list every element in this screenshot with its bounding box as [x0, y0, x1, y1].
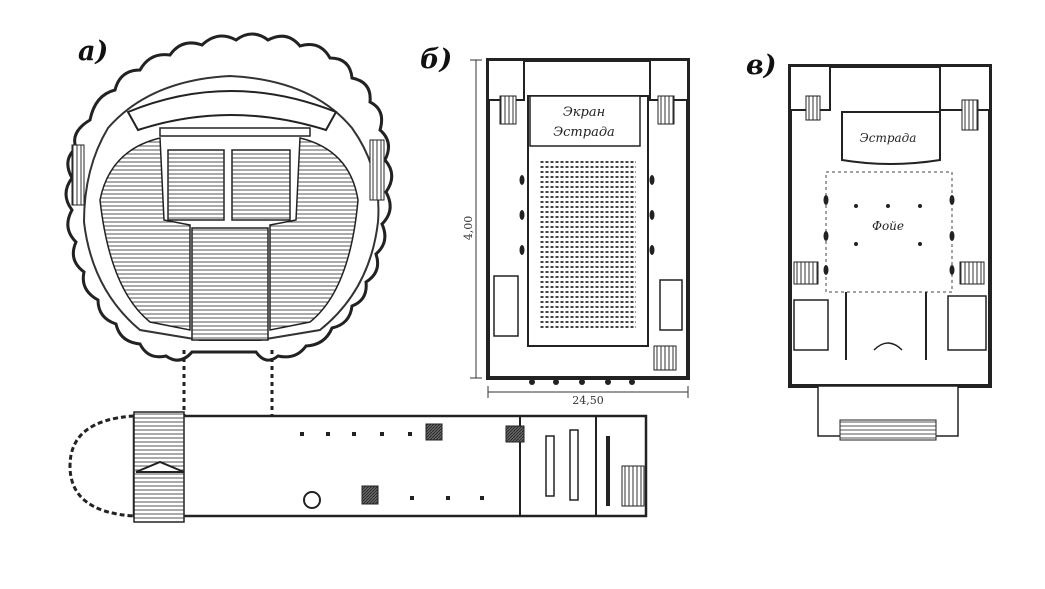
plan-b: Экран Эстрада 4,00 24, [462, 58, 690, 407]
plan-a-inner-wall [82, 74, 380, 341]
plan-v-entry-steps [839, 419, 937, 441]
plan-v-foyer-label: Фойе [872, 219, 904, 233]
plan-a-lobby-pier-3 [606, 436, 610, 506]
plan-a-lobby-pier-2 [569, 429, 579, 501]
plan-a-lobby-pier [545, 435, 555, 497]
plan-a-stair-right [369, 139, 385, 201]
plan-a-lobby-stair [621, 465, 645, 507]
plan-v: Эстрада Фойе [788, 64, 992, 441]
plan-v-stair-top-right [961, 99, 979, 131]
plan-a-seating-rear [191, 227, 269, 341]
plan-b-stair-bottom-right [653, 345, 677, 371]
plan-a-stair-left [71, 144, 85, 206]
plan-v-stage [841, 111, 941, 165]
panel-b-label: б) [420, 44, 453, 75]
plan-b-front-right-room [649, 59, 689, 101]
plan-a-stage-arc [126, 90, 338, 132]
plan-v-side-room-right [947, 295, 987, 351]
plan-v-side-stair-left [793, 261, 819, 285]
panel-a-label: а) [78, 36, 109, 67]
panel-v-label: в) [746, 50, 777, 81]
plan-b-screen-label: Экран [563, 105, 605, 120]
plan-b-stage-label: Эстрада [553, 125, 615, 140]
plan-b-stair-top-right [657, 95, 675, 125]
plan-b-seating [540, 160, 636, 330]
plan-a-seating-left [99, 137, 191, 331]
plan-a-lobby-kiosk-2 [505, 425, 525, 443]
plan-a-seating-right [269, 137, 359, 331]
plan-b-side-room-left [493, 275, 519, 337]
plan-a [64, 32, 648, 523]
plan-a-lobby [132, 414, 648, 518]
plan-a-seating-center-left [167, 149, 225, 221]
plan-b-stair-top-left [499, 95, 517, 125]
plan-b-width-dim: 24,50 [572, 394, 604, 407]
plan-a-portico-pediment [135, 460, 185, 473]
plan-a-semicircle-end [68, 414, 135, 518]
plan-b-height-dim: 4,00 [462, 216, 475, 241]
plan-v-side-room-left [793, 299, 829, 351]
plan-a-seating-center-right [231, 149, 291, 221]
plan-b-columns [519, 175, 655, 385]
plan-b-front-left-room [487, 59, 525, 101]
plan-v-stage-label: Эстрада [860, 131, 917, 145]
plan-b-stage-area [529, 95, 641, 147]
plan-v-side-stair-right [959, 261, 985, 285]
plan-a-stage-front [159, 127, 311, 137]
plan-a-lobby-kiosk [425, 423, 443, 441]
plan-a-portico-stair [133, 411, 185, 523]
plan-a-lobby-columns [300, 432, 484, 500]
plan-v-stair-top-left [805, 95, 821, 121]
plan-a-lobby-spiral [303, 491, 321, 509]
plan-v-entrance-arc [873, 342, 903, 351]
plan-b-side-room-right [659, 279, 683, 331]
plan-a-lobby-kiosk-3 [361, 485, 379, 505]
